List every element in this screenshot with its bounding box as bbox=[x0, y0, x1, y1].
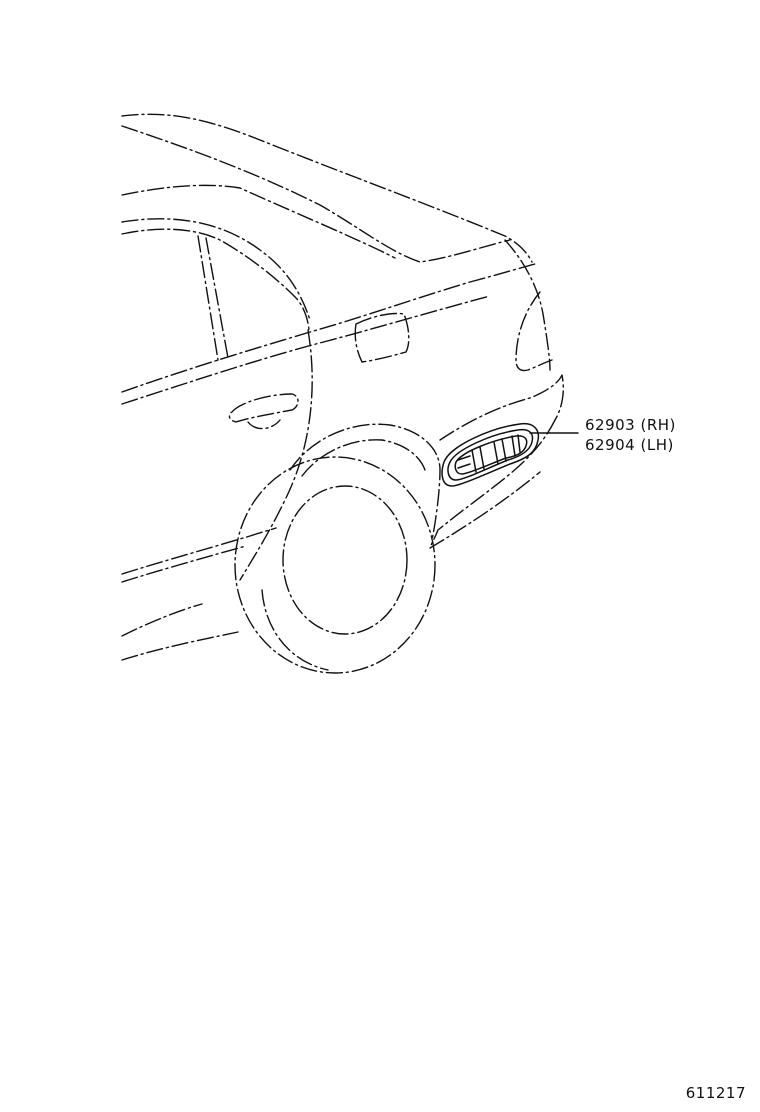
body-side-molding-lower bbox=[121, 545, 247, 583]
rear-window-lower-line bbox=[121, 184, 396, 259]
rocker-lower-line bbox=[121, 631, 239, 661]
quarter-panel-rear bbox=[504, 239, 551, 371]
rear-bumper-upper bbox=[439, 374, 564, 441]
beltline-upper bbox=[121, 263, 536, 393]
rear-bumper-bottom-edge bbox=[429, 471, 541, 549]
wheel-arch-inner bbox=[301, 439, 426, 477]
roof-line bbox=[121, 113, 533, 263]
door-rear-edge bbox=[239, 329, 313, 581]
side-window-frame bbox=[121, 218, 311, 321]
part-side-rh: (RH) bbox=[640, 416, 676, 434]
part-number-lh: 62904 bbox=[585, 436, 636, 454]
b-pillar-line-2 bbox=[205, 237, 229, 359]
door-handle bbox=[228, 393, 299, 423]
rear-reflector-assembly bbox=[441, 422, 540, 487]
b-pillar-line-1 bbox=[197, 235, 219, 361]
rear-bumper-lower bbox=[429, 419, 556, 549]
door-handle-recess bbox=[247, 419, 281, 430]
roof-inner-line bbox=[121, 125, 511, 263]
body-side-molding-upper bbox=[121, 527, 277, 575]
part-number-rh: 62903 bbox=[585, 416, 636, 434]
beltline-lower bbox=[121, 295, 491, 405]
illustration-number: 611217 bbox=[685, 1084, 746, 1102]
part-side-lh: (LH) bbox=[640, 436, 674, 454]
tire-outer bbox=[234, 456, 436, 674]
tire-sidewall bbox=[261, 589, 329, 671]
tail-lamp-edge bbox=[515, 291, 553, 372]
part-label-rh: 62903 (RH) bbox=[585, 416, 676, 434]
wheel-arch-outer bbox=[289, 423, 441, 541]
fuel-door bbox=[354, 312, 410, 363]
rocker-line bbox=[121, 603, 203, 637]
part-label-lh: 62904 (LH) bbox=[585, 436, 674, 454]
wheel-rim bbox=[282, 485, 408, 635]
side-window-inner bbox=[121, 228, 310, 331]
